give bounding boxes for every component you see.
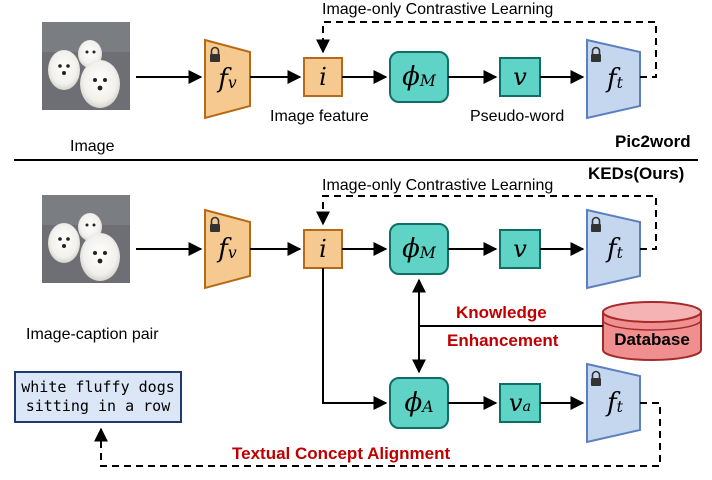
- bottom-arrows: [94, 195, 661, 467]
- knowledge-label: Knowledge: [456, 303, 547, 322]
- pic2word-label: Pic2word: [615, 132, 691, 151]
- top-arrows: [136, 21, 657, 84]
- image-feature-label: Image feature: [270, 108, 369, 125]
- enhancement-label: Enhancement: [447, 331, 559, 350]
- image-caption-pair-label: Image-caption pair: [26, 326, 159, 343]
- textual-concept-alignment-label: Textual Concept Alignment: [232, 444, 451, 463]
- text-encoder-bottom-1: [586, 208, 641, 290]
- pseudo-word-box-bottom: [499, 229, 541, 269]
- dog-image-top: [42, 22, 130, 110]
- image-feature-box-bottom: [303, 229, 343, 269]
- database-label: Database: [614, 330, 690, 349]
- concept-word-box: [499, 383, 541, 423]
- caption-box: white fluffy dogs sitting in a row: [14, 371, 182, 423]
- mapping-network-top: [389, 51, 449, 103]
- database-cylinder: [602, 301, 702, 361]
- text-encoder-top: [586, 38, 641, 120]
- keds-label: KEDs(Ours): [588, 164, 685, 183]
- image-feature-box-top: [303, 57, 343, 97]
- dog-image-bottom: [42, 195, 130, 283]
- mapping-network-A: [389, 377, 449, 429]
- contrastive-learning-label-top: Image-only Contrastive Learning: [322, 1, 554, 18]
- image-label: Image: [70, 138, 115, 155]
- text-encoder-bottom-2: [586, 362, 641, 444]
- caption-text: white fluffy dogs sitting in a row: [21, 378, 175, 415]
- pseudo-word-box-top: [499, 57, 541, 97]
- mapping-network-M: [389, 223, 449, 275]
- pseudo-word-label: Pseudo-word: [470, 108, 565, 125]
- contrastive-learning-label-bottom: Image-only Contrastive Learning: [322, 177, 554, 194]
